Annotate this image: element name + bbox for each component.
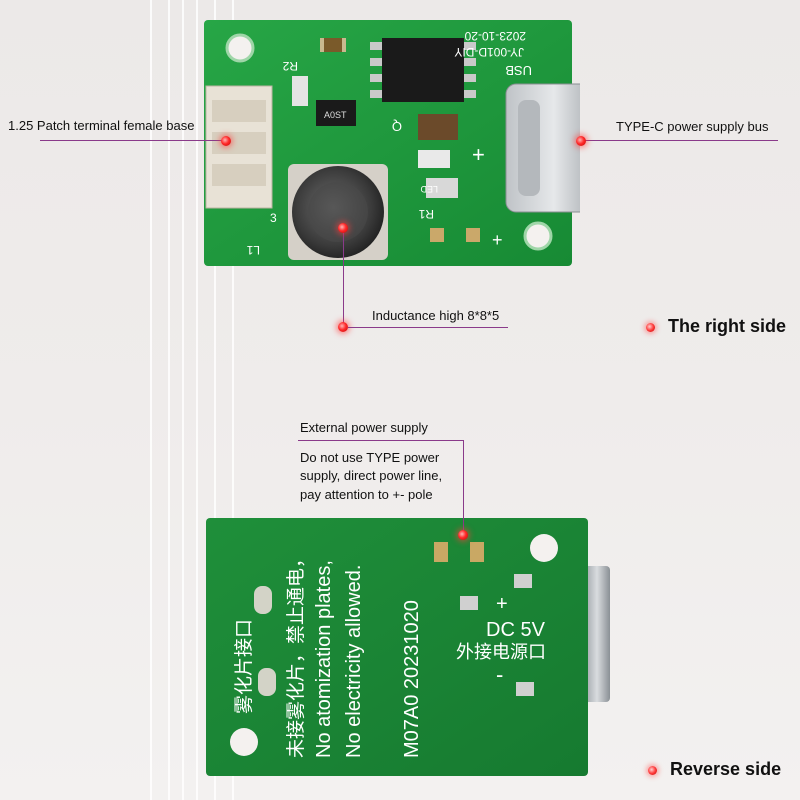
silk-led: LED [420, 184, 438, 194]
callout-inductance-vline [343, 228, 344, 328]
callout-inductance-hline [348, 327, 508, 328]
silk-line-3: No atomization plates, [313, 560, 335, 758]
silk-date: 2023-10-20 [464, 29, 526, 43]
background-line [196, 0, 198, 800]
callout-typec-line [582, 140, 778, 141]
callout-external-dot [458, 530, 468, 540]
callout-external-underline [298, 440, 464, 441]
callout-external-note-3: pay attention to +- pole [300, 487, 433, 502]
silk-l1: L1 [246, 243, 260, 257]
silk-plus-upper: + [472, 142, 485, 167]
reverse-side-bullet [648, 766, 657, 775]
silk-line-4: No electricity allowed. [343, 565, 365, 758]
reverse-side-label: Reverse side [670, 759, 782, 779]
chip-marking: A0ST [324, 110, 347, 120]
background-line [150, 0, 152, 800]
right-side-bullet [646, 323, 655, 332]
silk-minus: - [496, 662, 503, 687]
silk-3: 3 [270, 211, 277, 225]
callout-external-vline [463, 440, 464, 532]
silk-model: JY-001D-DIY [454, 45, 524, 59]
silk-line-1: 雾化片接口 [233, 619, 255, 714]
front-pcb-board: USB JY-001D-DIY 2023-10-20 R2 Q R1 LED L… [204, 20, 580, 266]
background-line [214, 0, 216, 800]
silk-r2: R2 [282, 59, 298, 73]
callout-external-note-2: supply, direct power line, [300, 468, 443, 483]
silk-plus: + [496, 593, 508, 615]
callout-external-note-1: Do not use TYPE power [300, 450, 440, 465]
callout-typec-dot [576, 136, 586, 146]
silk-plus-lower: + [492, 230, 503, 250]
silk-r1: R1 [418, 207, 434, 221]
callout-terminal-line [40, 140, 226, 141]
callout-inductance-dot [338, 322, 348, 332]
background-line [232, 0, 234, 800]
callout-inductance-top-dot [338, 223, 348, 233]
silk-q: Q [392, 119, 402, 134]
silk-line-2: 未接雾化片，禁止通电， [285, 549, 307, 758]
silk-line-5: M07A0 20231020 [401, 600, 423, 758]
silk-usb: USB [505, 63, 532, 78]
callout-terminal-dot [221, 136, 231, 146]
silk-dc-cn: 外接电源口 [456, 642, 546, 663]
right-side-label: The right side [668, 316, 787, 336]
silk-dc: DC 5V [486, 619, 546, 641]
background-line [182, 0, 184, 800]
back-pcb-board: 雾化片接口 未接雾化片，禁止通电， No atomization plates,… [206, 518, 610, 776]
callout-typec-label: TYPE-C power supply bus [616, 119, 769, 134]
callout-terminal-label: 1.25 Patch terminal female base [8, 118, 195, 133]
callout-external-title: External power supply [300, 420, 428, 435]
background-line [168, 0, 170, 800]
callout-inductance-label: Inductance high 8*8*5 [372, 308, 500, 323]
